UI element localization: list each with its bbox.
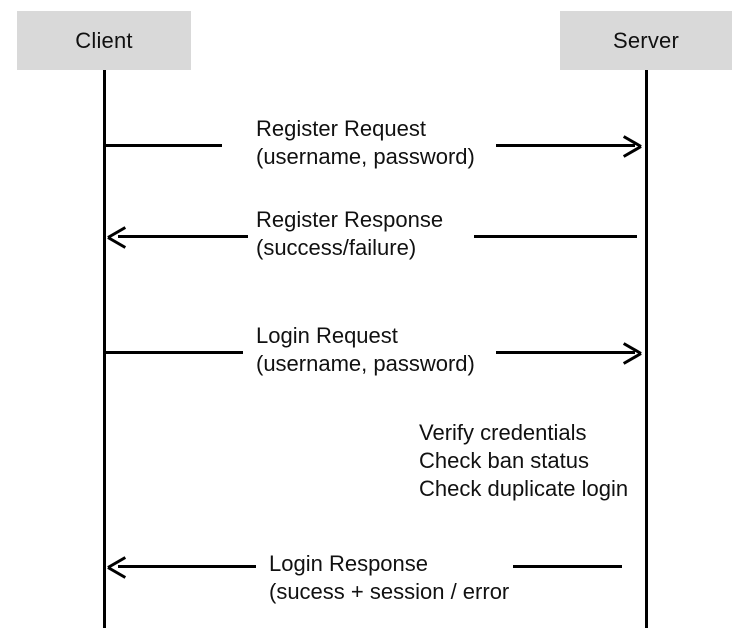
login-request-label-line2: (username, password) <box>256 351 475 376</box>
lifeline-server <box>645 70 648 628</box>
login-response-arrow-right-segment <box>463 565 622 568</box>
register-response-label-line1: Register Response <box>256 207 444 232</box>
login-request-arrow-left-segment <box>105 351 243 354</box>
login-response-label: Login Response (sucess + session / error <box>265 550 514 606</box>
register-request-arrow-right-segment <box>496 144 635 147</box>
register-response-arrow-right-segment <box>474 235 637 238</box>
server-processing-note: Verify credentials Check ban status Chec… <box>419 419 628 503</box>
register-request-label-line2: (username, password) <box>256 144 475 169</box>
server-note-line-3: Check duplicate login <box>419 476 629 501</box>
participant-client-label: Client <box>75 27 133 53</box>
login-request-label: Login Request (username, password) <box>252 322 479 378</box>
register-response-label-line2: (success/failure) <box>256 235 417 260</box>
participant-client: Client <box>17 11 191 70</box>
login-request-arrow-right-segment <box>496 351 635 354</box>
login-response-label-line2: (sucess + session / error <box>269 579 510 604</box>
server-note-line-1: Verify credentials <box>419 420 587 445</box>
login-request-label-line1: Login Request <box>256 323 398 348</box>
server-note-line-2: Check ban status <box>419 448 589 473</box>
lifeline-client <box>103 70 106 628</box>
login-response-arrow-left-segment <box>118 565 256 568</box>
login-response-label-line1: Login Response <box>269 551 429 576</box>
register-request-label-line1: Register Request <box>256 116 426 141</box>
register-response-arrow-left-segment <box>118 235 248 238</box>
register-request-label: Register Request (username, password) <box>252 115 479 171</box>
register-request-arrow-left-segment <box>105 144 222 147</box>
register-response-label: Register Response (success/failure) <box>252 206 448 262</box>
participant-server: Server <box>560 11 732 70</box>
participant-server-label: Server <box>613 27 679 53</box>
